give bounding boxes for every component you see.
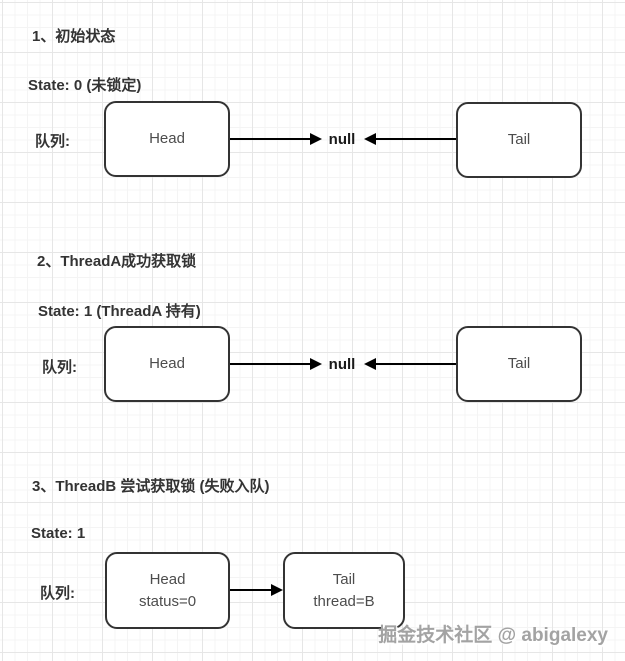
section2-tail-to-null-arrow xyxy=(364,358,456,370)
section1-head-label: Head xyxy=(149,130,185,147)
section1-state: State: 0 (未锁定) xyxy=(28,77,142,94)
section3-state: State: 1 xyxy=(31,525,86,542)
section1-tail-label: Tail xyxy=(507,131,531,148)
section3-queue-label: 队列: xyxy=(40,585,75,602)
section2-title: 2、ThreadA成功获取锁 xyxy=(37,253,197,270)
section2-queue-label: 队列: xyxy=(42,359,77,376)
section1-tail-to-null-arrow xyxy=(364,133,456,145)
section3-tail-label: Tail xyxy=(332,570,356,588)
section2-null-label: null xyxy=(328,356,356,373)
section2-state: State: 1 (ThreadA 持有) xyxy=(38,303,201,320)
section1-tail-node: Tail xyxy=(456,102,582,178)
section3-tail-thread: thread=B xyxy=(313,592,375,610)
section1-null-label: null xyxy=(328,131,356,148)
section3-title: 3、ThreadB 尝试获取锁 (失败入队) xyxy=(32,478,270,495)
section2-head-label: Head xyxy=(149,355,185,372)
section1-head-to-null-arrow xyxy=(230,133,322,145)
section1-queue-label: 队列: xyxy=(35,133,70,150)
watermark-text: 掘金技术社区 @ abigalexy xyxy=(378,625,608,646)
section3-head-label: Head xyxy=(149,570,186,588)
section1-head-node: Head xyxy=(104,101,230,177)
section2-tail-node: Tail xyxy=(456,326,582,402)
section3-tail-node: Tail thread=B xyxy=(283,552,405,629)
section3-head-status: status=0 xyxy=(138,592,197,610)
section2-head-to-null-arrow xyxy=(230,358,322,370)
section2-tail-label: Tail xyxy=(507,355,531,372)
section2-head-node: Head xyxy=(104,326,230,402)
section3-head-to-tail-arrow xyxy=(230,584,283,596)
section1-title: 1、初始状态 xyxy=(32,28,116,45)
section3-head-node: Head status=0 xyxy=(105,552,230,629)
